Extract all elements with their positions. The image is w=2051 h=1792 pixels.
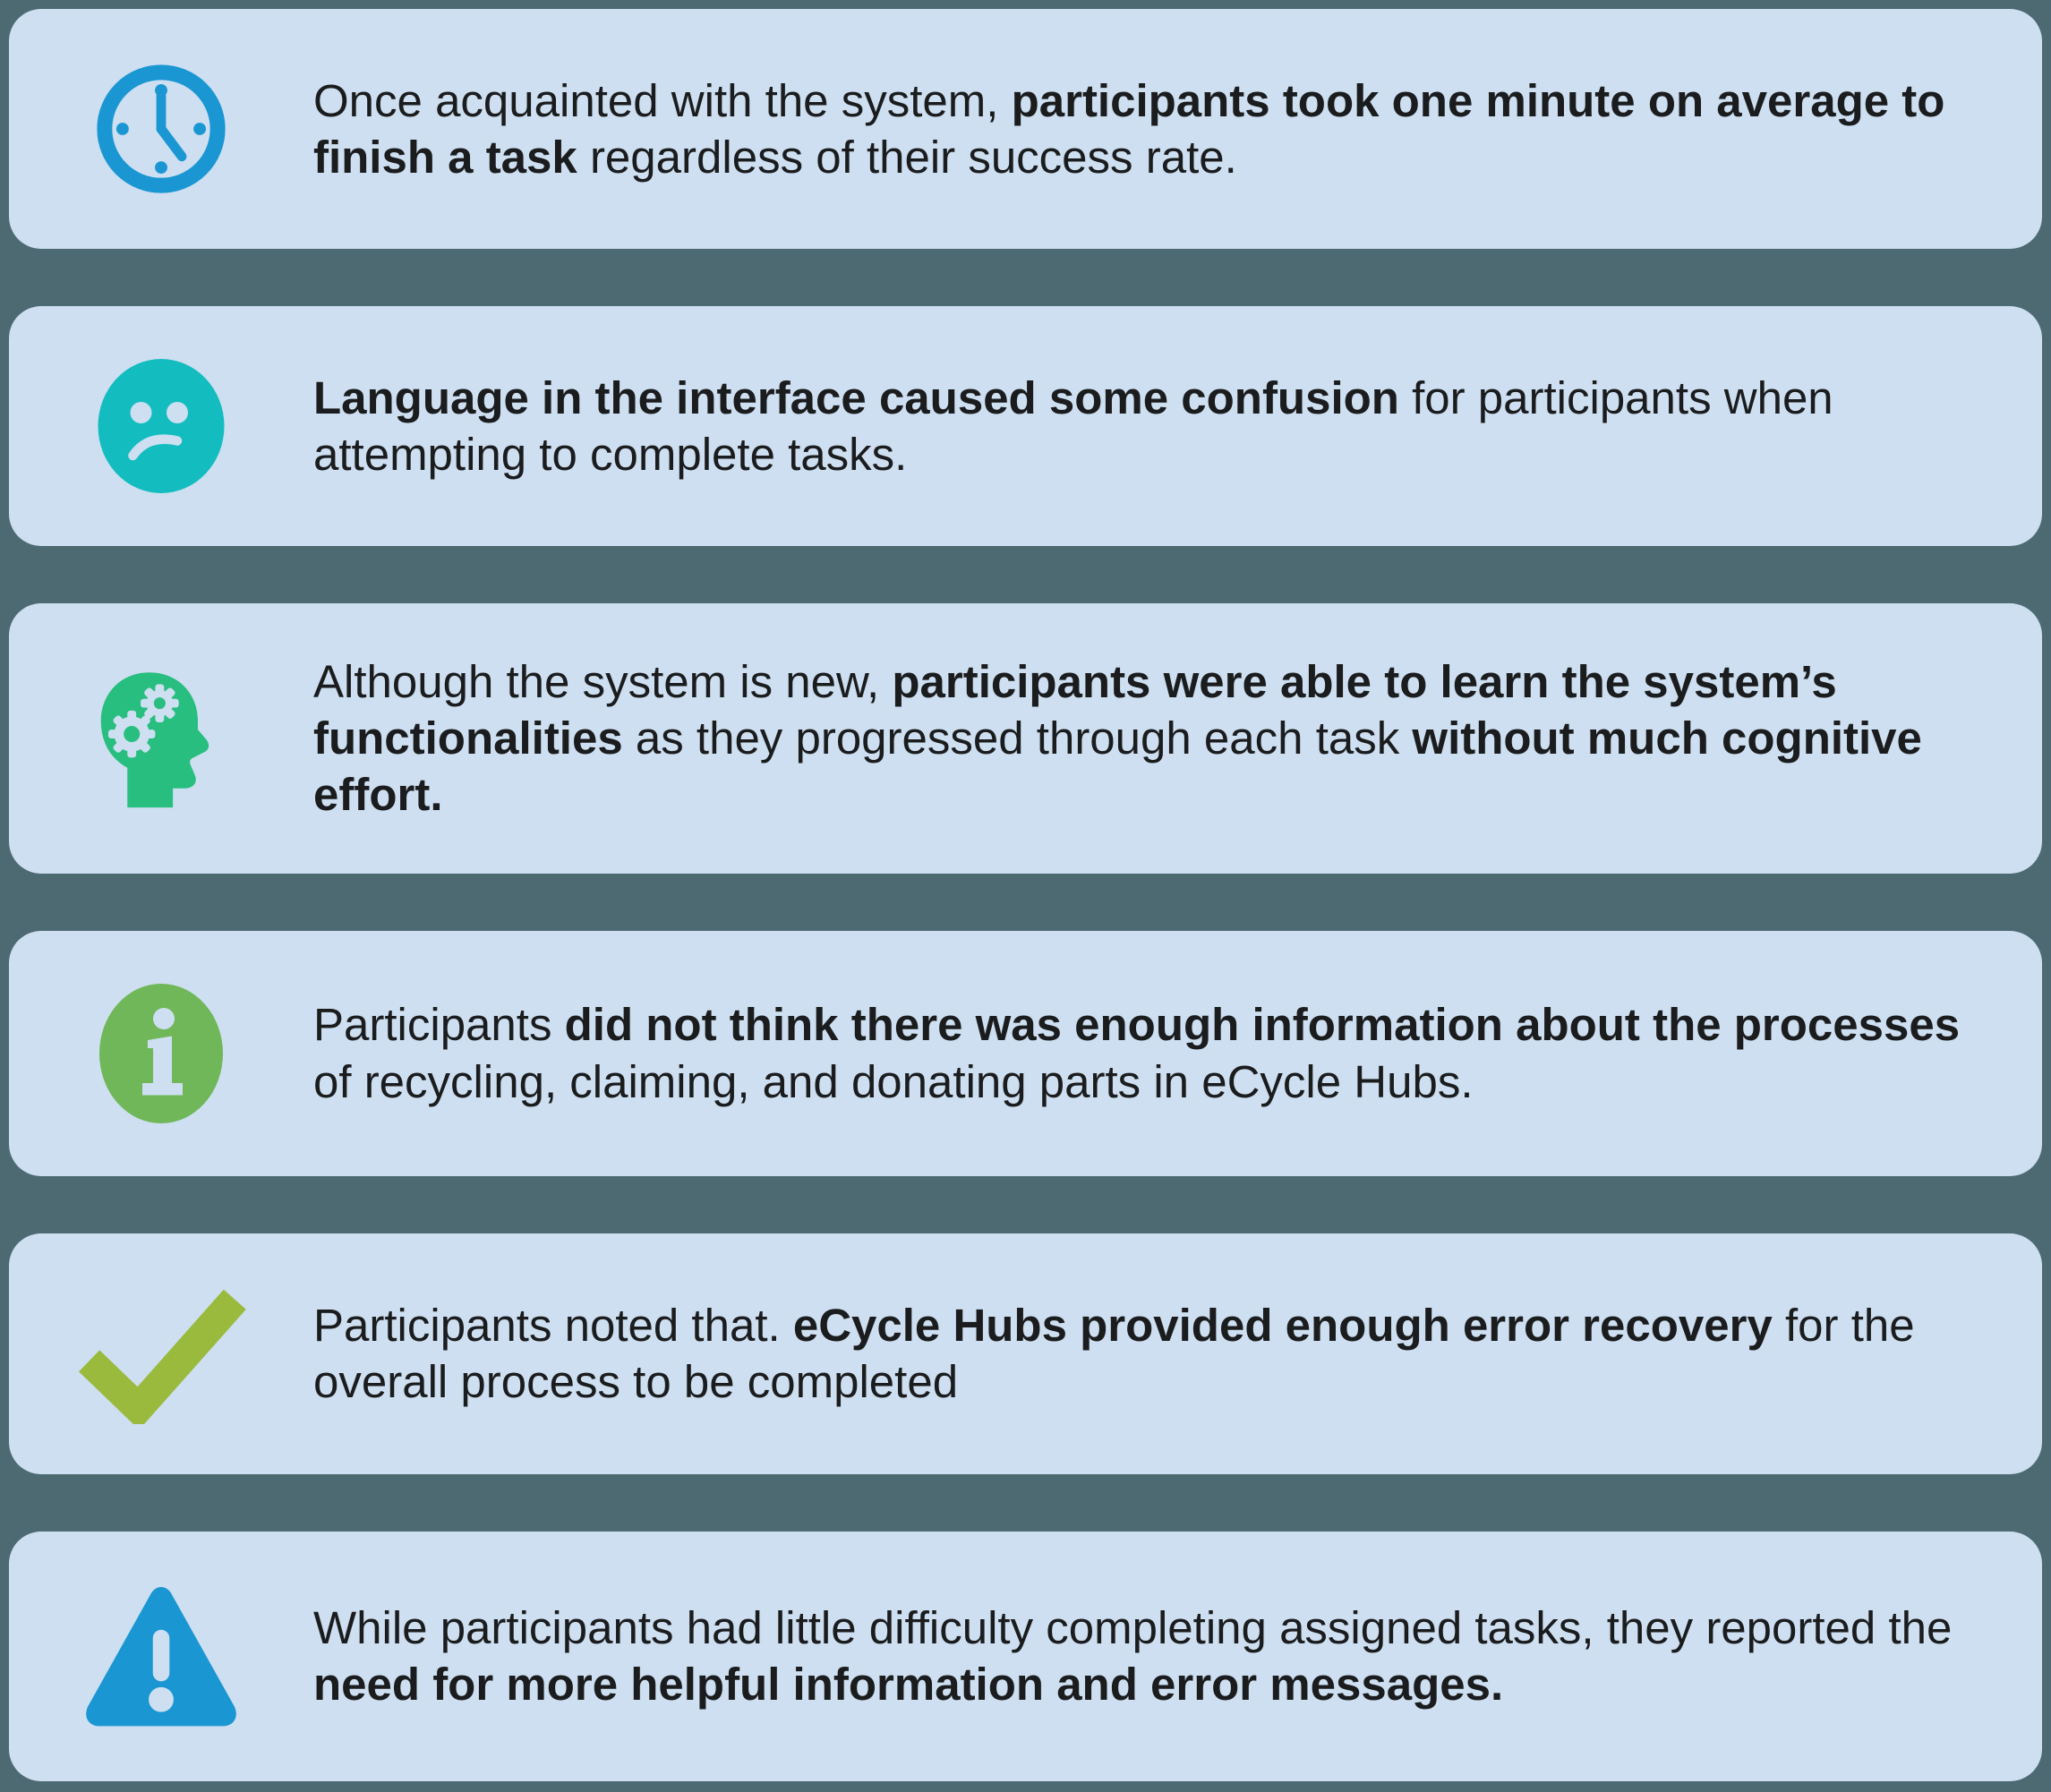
finding-text: Participants did not think there was eno… (313, 996, 1970, 1109)
finding-text-segment: for participants when attempting to comp… (313, 371, 1833, 480)
finding-text-segment: did not think there was enough informati… (564, 999, 1961, 1051)
finding-card: Participants did not think there was eno… (9, 930, 2042, 1176)
finding-text-segment: eCycle Hubs provided enough error recove… (792, 1299, 1773, 1351)
finding-text-segment: Participants (313, 999, 565, 1051)
finding-card: Participants noted that. eCycle Hubs pro… (9, 1233, 2042, 1474)
warning-icon (9, 1582, 313, 1731)
finding-text-segment: Although the system is new, (313, 656, 893, 707)
finding-text-segment: regardless of their success rate. (577, 132, 1237, 183)
finding-card: Once acquainted with the system, partici… (9, 9, 2042, 249)
check-icon (9, 1284, 313, 1424)
finding-card: Language in the interface caused some co… (9, 306, 2042, 546)
finding-text: Participants noted that. eCycle Hubs pro… (313, 1297, 1970, 1410)
finding-text-segment: for the overall process to be completed (313, 1299, 1915, 1408)
head-gears-icon (9, 665, 313, 812)
sad-face-icon (9, 356, 313, 496)
finding-text-segment: as they progressed through each task (622, 713, 1413, 764)
finding-text-segment: Language in the interface caused some co… (313, 371, 1399, 423)
finding-text: Language in the interface caused some co… (313, 370, 1970, 482)
finding-text: Once acquainted with the system, partici… (313, 73, 1970, 185)
finding-text-segment: Participants noted that. (313, 1299, 793, 1351)
finding-card: While participants had little difficulty… (9, 1531, 2042, 1781)
finding-text-segment: participants took one minute on average … (313, 74, 1945, 183)
finding-text-segment: of recycling, claiming, and donating par… (313, 1055, 1474, 1107)
finding-text-segment: participants were able to learn the syst… (313, 656, 1837, 764)
finding-text-segment: Once acquainted with the system, (313, 74, 1012, 126)
finding-card: Although the system is new, participants… (9, 603, 2042, 874)
finding-text-segment: without much cognitive effort. (313, 713, 1922, 821)
finding-text: While participants had little difficulty… (313, 1600, 1970, 1712)
clock-icon (9, 60, 313, 198)
finding-text-segment: While participants had little difficulty… (313, 1601, 1953, 1653)
finding-text: Although the system is new, participants… (313, 653, 1970, 823)
info-icon (9, 981, 313, 1126)
finding-text-segment: need for more helpful information and er… (313, 1659, 1504, 1711)
